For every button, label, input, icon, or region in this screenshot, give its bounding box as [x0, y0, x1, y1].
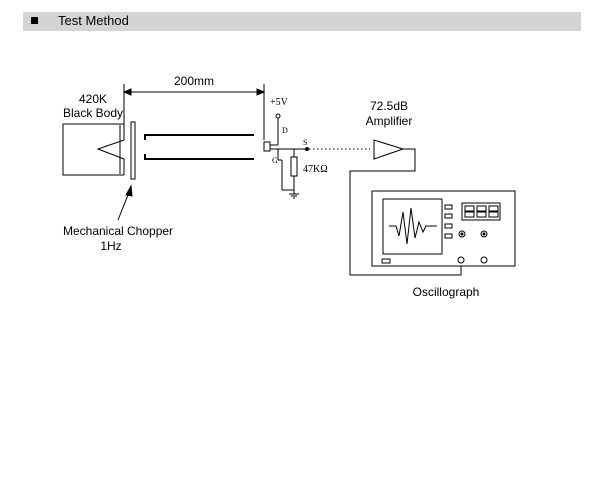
- oscillograph-label: Oscillograph: [413, 285, 480, 299]
- gate-label: G: [272, 156, 278, 165]
- distance-label: 200mm: [174, 74, 214, 88]
- section-header: Test Method: [23, 12, 581, 31]
- blackbody-icon: [62, 123, 125, 176]
- chopper-frequency: 1Hz: [100, 239, 121, 253]
- optical-tube: [144, 134, 254, 160]
- supply-voltage-label: +5V: [270, 97, 289, 108]
- drain-label: D: [282, 126, 288, 135]
- blackbody-temp: 420K: [79, 92, 107, 106]
- amplifier-output-wire: [349, 148, 462, 276]
- section-title: Test Method: [58, 13, 129, 28]
- source-label: S: [303, 138, 307, 147]
- sensor-icon: [263, 141, 271, 152]
- chopper-arrow: [117, 184, 133, 221]
- chopper-blade: [130, 121, 136, 180]
- distance-dimension: [122, 84, 266, 140]
- blackbody-label: Black Body: [63, 106, 123, 120]
- chopper-label: Mechanical Chopper: [63, 224, 173, 238]
- resistor-label: 47KΩ: [303, 164, 328, 175]
- amplifier-icon: [373, 139, 405, 160]
- amplifier-label: Amplifier: [366, 114, 413, 128]
- square-bullet-icon: [31, 17, 38, 24]
- oscillograph-icon: [371, 190, 516, 267]
- amplifier-gain: 72.5dB: [370, 99, 408, 113]
- sensor-circuit: [270, 113, 370, 199]
